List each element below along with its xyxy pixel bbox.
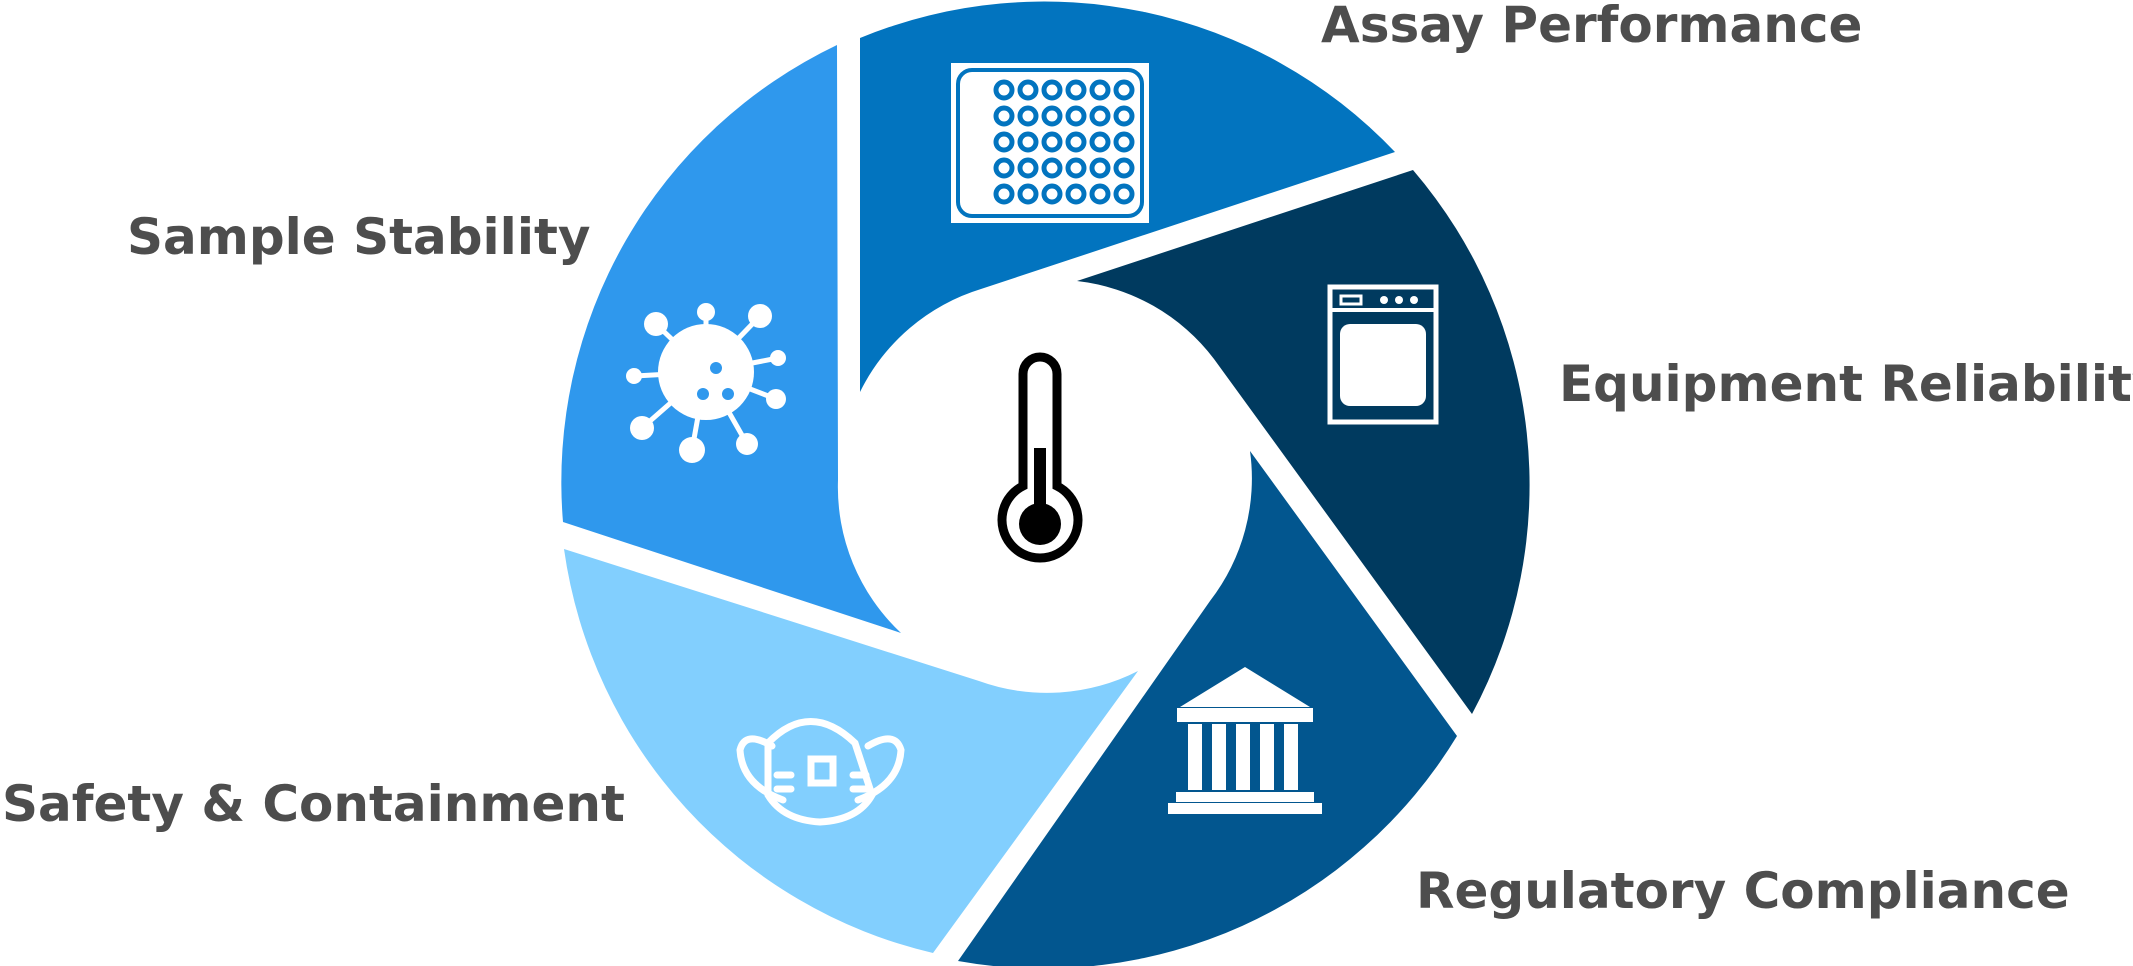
well <box>1017 157 1039 179</box>
well <box>1089 157 1111 179</box>
well <box>1017 183 1039 205</box>
well <box>993 105 1015 127</box>
well <box>1017 105 1039 127</box>
segment-equipment-reliability <box>1077 170 1530 714</box>
well <box>1113 183 1135 205</box>
well <box>1017 79 1039 101</box>
well <box>993 131 1015 153</box>
well <box>1089 131 1111 153</box>
building-columns-icon <box>1168 667 1322 814</box>
well <box>1041 157 1063 179</box>
well <box>1065 183 1087 205</box>
segment-safety-containment <box>564 549 1138 953</box>
well <box>1113 105 1135 127</box>
well <box>1065 79 1087 101</box>
well <box>1113 79 1135 101</box>
well <box>1065 157 1087 179</box>
label-assay-performance: Assay Performance <box>1321 0 1862 54</box>
well <box>1065 105 1087 127</box>
well <box>1041 79 1063 101</box>
well <box>1089 79 1111 101</box>
well <box>1041 131 1063 153</box>
oven-icon <box>1327 284 1439 425</box>
well <box>1041 105 1063 127</box>
face-mask-icon <box>736 718 905 826</box>
well <box>1113 131 1135 153</box>
well <box>1065 131 1087 153</box>
label-safety-containment: Safety & Containment <box>2 775 625 833</box>
well <box>993 79 1015 101</box>
well <box>1089 183 1111 205</box>
label-sample-stability: Sample Stability <box>127 208 590 266</box>
well <box>993 157 1015 179</box>
thermometer-icon <box>997 352 1083 563</box>
label-equipment-reliability: Equipment Reliability <box>1559 355 2133 413</box>
well <box>1017 131 1039 153</box>
label-regulatory-compliance: Regulatory Compliance <box>1416 862 2070 920</box>
virus-icon <box>626 303 786 463</box>
well-plate-icon <box>951 63 1149 223</box>
well <box>1041 183 1063 205</box>
well <box>1089 105 1111 127</box>
well <box>1113 157 1135 179</box>
well <box>993 183 1015 205</box>
